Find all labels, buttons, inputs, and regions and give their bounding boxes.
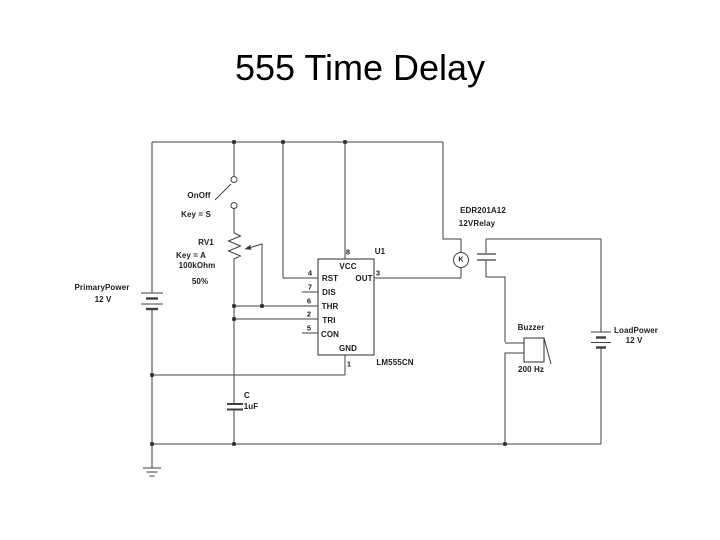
wire-gnd xyxy=(152,355,346,376)
ic-pin-number-8: 8 xyxy=(345,247,351,257)
ic-dis-label: DIS xyxy=(322,288,336,297)
buzzer-frequency: 200 Hz xyxy=(518,365,544,374)
ic-pin-number-2: 2 xyxy=(306,309,312,319)
load-power-label: LoadPower xyxy=(613,326,659,335)
battery-primary-symbol xyxy=(141,142,163,444)
relay-value-label: 12VRelay xyxy=(458,219,496,228)
buzzer-label: Buzzer xyxy=(517,323,545,332)
rv1-ref: RV1 xyxy=(198,238,214,247)
switch-label: OnOff xyxy=(187,191,211,200)
primary-power-label: PrimaryPower xyxy=(74,283,130,292)
ic-pin-number-3: 3 xyxy=(375,268,381,278)
ic-gnd-label: GND xyxy=(338,344,358,353)
slide-title: 555 Time Delay xyxy=(234,47,486,88)
ic-out-label: OUT xyxy=(355,274,373,283)
switch-key-label: Key = S xyxy=(181,210,211,219)
rv1-setting: 50% xyxy=(191,277,209,286)
primary-power-value: 12 V xyxy=(94,295,112,304)
relay-contact-symbol xyxy=(477,239,506,342)
ic-pin-number-6: 6 xyxy=(306,296,312,306)
ic-pin-number-1: 1 xyxy=(346,359,352,369)
ic-con-label: CON xyxy=(320,330,340,339)
ic-part-number: LM555CN xyxy=(376,358,414,367)
capacitor-symbol xyxy=(227,403,243,444)
ic-thr-label: THR xyxy=(321,302,339,311)
rv1-resistance: 100kOhm xyxy=(178,261,216,270)
ic-rst-label: RST xyxy=(321,274,339,283)
ic-tri-label: TRI xyxy=(322,316,336,325)
buzzer-symbol xyxy=(504,337,552,444)
battery-load-symbol xyxy=(591,239,611,444)
ic-pin-number-7: 7 xyxy=(307,282,313,292)
wire-rst xyxy=(282,142,318,279)
switch-symbol xyxy=(214,142,238,233)
capacitor-value: 1uF xyxy=(243,402,259,411)
ground-symbol xyxy=(143,444,161,477)
relay-part-label: EDR201A12 xyxy=(460,206,506,215)
ic-555-body xyxy=(317,258,375,356)
rv1-key-label: Key = A xyxy=(176,251,206,260)
junction-dots xyxy=(150,140,507,446)
relay-coil-letter: K xyxy=(458,256,464,264)
ic-ref: U1 xyxy=(374,247,386,256)
capacitor-ref: C xyxy=(244,391,250,400)
ic-pin-number-5: 5 xyxy=(306,323,312,333)
load-power-value: 12 V xyxy=(625,336,643,345)
relay-coil-symbol xyxy=(374,142,469,279)
ic-pin-number-4: 4 xyxy=(307,268,313,278)
ic-vcc-label: VCC xyxy=(339,262,357,271)
potentiometer-symbol xyxy=(227,232,263,404)
